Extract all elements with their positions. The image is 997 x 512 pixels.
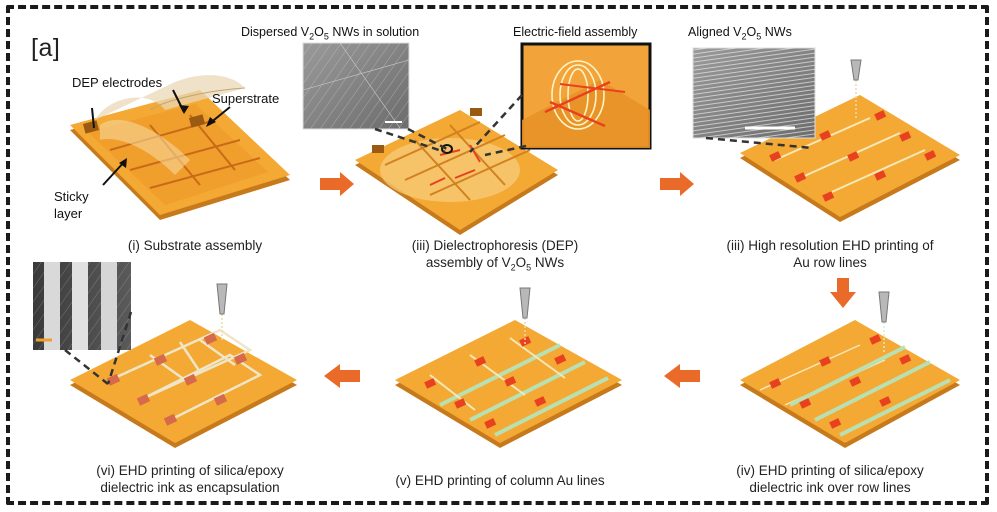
label-dispersed-suffix: NWs in solution	[328, 25, 420, 39]
caption-step-6: (vi) EHD printing of silica/epoxy dielec…	[55, 462, 325, 496]
substrate-ii	[355, 108, 558, 235]
substrate-v	[395, 287, 622, 448]
label-dispersed-mid: O	[314, 25, 324, 39]
label-dep-electrodes: DEP electrodes	[72, 75, 163, 90]
label-aligned-sub2: 5	[756, 31, 762, 42]
label-dispersed-prefix: Dispersed V	[241, 25, 310, 39]
caption-step-2-line2: assembly of V2O5 NWs	[380, 254, 610, 277]
caption-step-3-line1: (iii) High resolution EHD printing of	[726, 238, 934, 253]
caption-step-1-line1: (i) Substrate assembly	[127, 238, 263, 253]
label-sticky-layer: Sticky layer	[54, 188, 89, 222]
substrate-i	[70, 75, 290, 220]
label-dispersed-nws: Dispersed V2O5 NWs in solution	[241, 25, 419, 42]
arrow-ii-to-iii	[660, 172, 694, 196]
caption-step-2-suffix: NWs	[531, 255, 565, 270]
label-dispersed-sub2: 5	[323, 31, 329, 42]
caption-step-6-line2: dielectric ink as encapsulation	[100, 480, 280, 495]
label-aligned-sub1: 2	[741, 31, 747, 42]
caption-step-3: (iii) High resolution EHD printing of Au…	[690, 237, 970, 271]
figure-frame	[6, 5, 989, 505]
label-aligned-nws: Aligned V2O5 NWs	[688, 25, 792, 42]
label-aligned-suffix: NWs	[761, 25, 792, 39]
arrow-i-to-ii	[320, 172, 354, 196]
label-dispersed-sub1: 2	[309, 31, 315, 42]
caption-step-1: (i) Substrate assembly	[85, 237, 305, 254]
arrow-iv-to-v	[664, 364, 700, 388]
arrow-iii-to-iv	[830, 278, 856, 308]
caption-step-2-sub1: 2	[510, 262, 516, 273]
efield-inset	[469, 42, 652, 157]
sem-inset-encapsulation	[33, 262, 133, 385]
label-sticky-line2: layer	[54, 206, 83, 221]
label-efield-assembly: Electric-field assembly	[513, 25, 638, 39]
caption-step-4-line2: dielectric ink over row lines	[749, 480, 911, 495]
sem-inset-dispersed	[302, 42, 448, 154]
caption-step-6-line1: (vi) EHD printing of silica/epoxy	[96, 463, 284, 478]
label-sticky-line1: Sticky	[54, 189, 89, 204]
caption-step-4-line1: (iv) EHD printing of silica/epoxy	[736, 463, 924, 478]
caption-step-5: (v) EHD printing of column Au lines	[360, 472, 640, 489]
label-aligned-prefix: Aligned V	[688, 25, 742, 39]
sem-inset-aligned	[692, 47, 816, 150]
caption-step-2: (iii) Dielectrophoresis (DEP) assembly o…	[380, 237, 610, 277]
arrow-v-to-vi	[324, 364, 360, 388]
substrate-iii	[740, 59, 960, 222]
label-superstrate: Superstrate	[212, 91, 280, 106]
substrate-vi	[70, 283, 297, 448]
caption-step-2-mid: O	[515, 255, 527, 270]
caption-step-2-sub2: 5	[526, 262, 532, 273]
substrate-iv	[740, 291, 960, 448]
caption-step-3-line2: Au row lines	[793, 255, 867, 270]
panel-label: [a]	[31, 34, 61, 62]
caption-step-4: (iv) EHD printing of silica/epoxy dielec…	[700, 462, 960, 496]
caption-step-2-prefix: assembly of V	[425, 255, 511, 270]
flow-arrows	[320, 172, 856, 388]
caption-step-2-line1: (iii) Dielectrophoresis (DEP)	[411, 238, 579, 253]
caption-step-5-line1: (v) EHD printing of column Au lines	[395, 473, 605, 488]
label-aligned-mid: O	[746, 25, 757, 39]
